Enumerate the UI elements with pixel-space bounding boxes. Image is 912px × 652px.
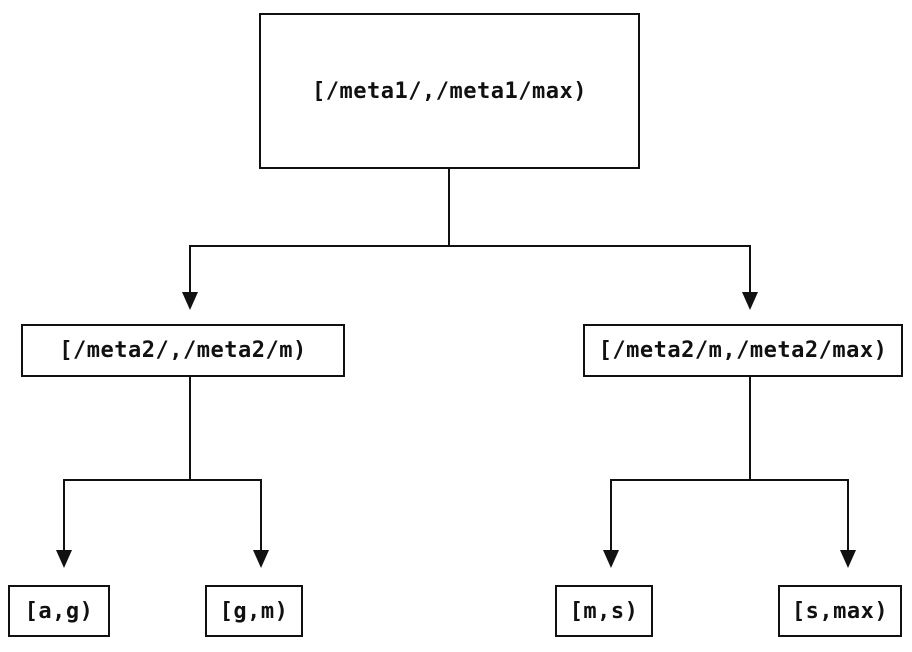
node-leaf-gm-label: [g,m) xyxy=(219,598,289,624)
node-leaf-ag: [a,g) xyxy=(8,585,110,637)
node-left-child-label: [/meta2/,/meta2/m) xyxy=(59,338,307,363)
arrowhead-leaf-gm xyxy=(253,550,269,568)
node-leaf-ms: [m,s) xyxy=(555,585,653,637)
arrowhead-leaf-ag xyxy=(56,550,72,568)
edge-left-subtree xyxy=(56,377,269,568)
node-leaf-gm: [g,m) xyxy=(205,585,303,637)
node-leaf-smax: [s,max) xyxy=(778,585,902,637)
node-right-child-label: [/meta2/m,/meta2/max) xyxy=(598,338,888,363)
node-root: [/meta1/,/meta1/max) xyxy=(259,13,640,169)
edge-right-subtree xyxy=(603,377,856,568)
node-root-label: [/meta1/,/meta1/max) xyxy=(312,78,587,104)
arrowhead-leaf-smax xyxy=(840,550,856,568)
node-leaf-ag-label: [a,g) xyxy=(24,598,94,624)
edge-root-children xyxy=(182,169,758,310)
arrowhead-leaf-ms xyxy=(603,550,619,568)
node-left-child: [/meta2/,/meta2/m) xyxy=(21,324,345,377)
node-leaf-ms-label: [m,s) xyxy=(569,598,639,624)
arrowhead-right-child xyxy=(742,292,758,310)
arrowhead-left-child xyxy=(182,292,198,310)
node-leaf-smax-label: [s,max) xyxy=(791,598,889,624)
node-right-child: [/meta2/m,/meta2/max) xyxy=(583,324,903,377)
